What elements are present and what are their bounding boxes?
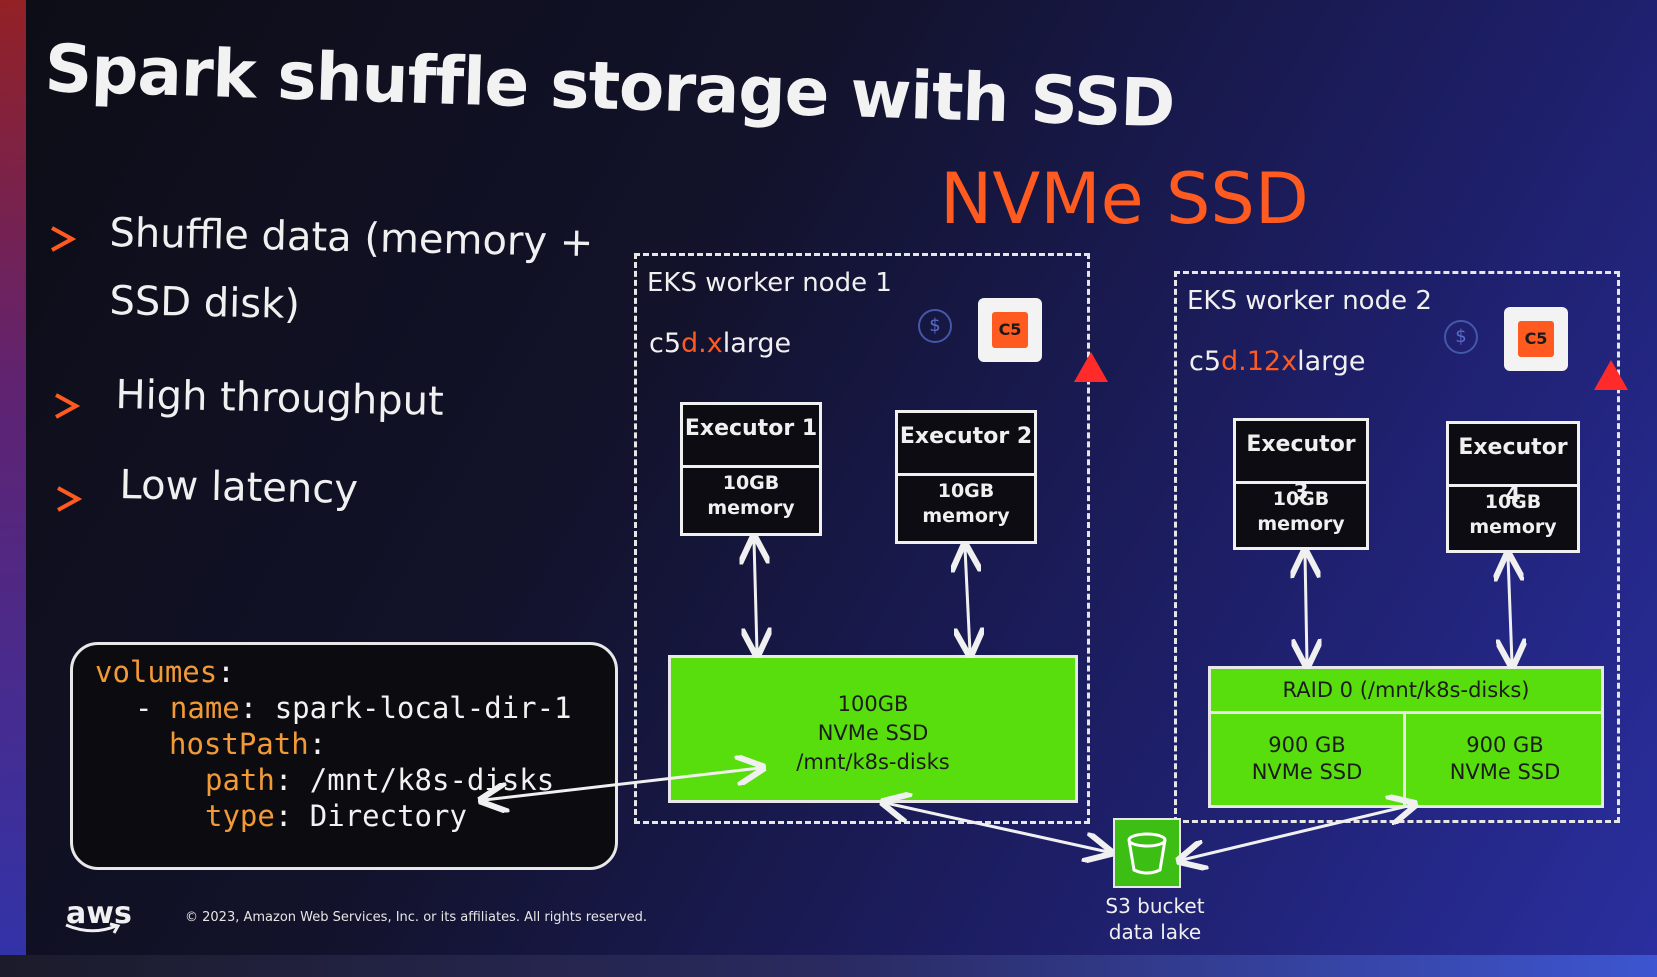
executor-name: Executor 2 [898, 413, 1034, 476]
ssd-type: NVMe SSD [817, 721, 929, 745]
instance-suffix: d [1221, 346, 1239, 377]
executor-box: Executor 3 10GB memory [1233, 418, 1369, 550]
eks-worker-node-2: EKS worker node 2 c5d.12xlarge [1174, 271, 1620, 823]
instance-size: large [722, 328, 792, 359]
executor-memory: 10GB memory [683, 471, 819, 521]
memory-label: memory [922, 505, 1010, 527]
executor-name: Executor 4 [1449, 424, 1577, 508]
s3-bucket-icon [1113, 818, 1181, 888]
instance-suffix: d [681, 328, 699, 359]
chip-label: C5 [1518, 321, 1554, 357]
code-colon: : [308, 727, 327, 761]
executor3-raid-arrow [1305, 554, 1307, 663]
disk-type: NVMe SSD [1449, 760, 1561, 784]
executor-memory: 10GB memory [1236, 487, 1366, 537]
c5-chip-icon: C5 [1496, 307, 1576, 371]
memory-size: 10GB [937, 480, 995, 502]
code-colon: : [274, 799, 293, 833]
executor-name: Executor 3 [1236, 421, 1366, 505]
code-value: spark-local-dir-1 [274, 691, 572, 725]
spot-dollar-icon: $ [918, 309, 952, 343]
code-line-type: type: Directory [205, 799, 467, 833]
node-title: EKS worker node 2 [1187, 286, 1432, 316]
ssd-to-s3-arrow [886, 803, 1108, 852]
executor2-ssd-arrow [965, 548, 970, 652]
bullet-chevron-icon [51, 226, 76, 252]
warning-triangle-icon [1074, 352, 1108, 382]
s3-bucket-label: S3 bucket data lake [1090, 893, 1220, 945]
warning-triangle-icon [1594, 360, 1628, 390]
s3-label-line: S3 bucket [1105, 894, 1205, 918]
c5-chip-icon: C5 [970, 298, 1050, 362]
instance-size-prefix: .12x [1238, 346, 1298, 377]
chip-label: C5 [992, 312, 1028, 348]
instance-type: c5d.xlarge [649, 328, 791, 359]
code-colon: : [217, 655, 235, 689]
executor1-ssd-arrow [754, 540, 757, 652]
aws-logo: aws [66, 896, 132, 931]
memory-label: memory [1469, 516, 1557, 538]
code-line-name: - name: spark-local-dir-1 [135, 691, 572, 725]
disk-type: NVMe SSD [1251, 760, 1363, 784]
ssd-mount-path: /mnt/k8s-disks [796, 750, 950, 774]
code-key: path [205, 763, 275, 797]
code-line-volumes: volumes: [95, 655, 235, 689]
disk-size: 900 GB [1466, 733, 1544, 757]
executor-memory: 10GB memory [898, 479, 1034, 529]
memory-label: memory [1257, 513, 1345, 535]
code-key: volumes [95, 655, 218, 689]
bullet-chevron-icon [55, 393, 80, 419]
nvme-ssd-disk: 900 GB NVMe SSD [1409, 714, 1601, 805]
nvme-ssd-disk: 900 GB NVMe SSD [1211, 714, 1406, 805]
code-key: name [169, 691, 240, 725]
executor4-raid-arrow [1508, 557, 1512, 663]
disk-size: 900 GB [1268, 733, 1346, 757]
code-colon: : [274, 763, 293, 797]
s3-label-line: data lake [1108, 920, 1202, 944]
left-edge-glow [0, 0, 26, 977]
raid-label: RAID 0 (/mnt/k8s-disks) [1211, 669, 1601, 714]
nvme-ssd-heading: NVMe SSD [940, 158, 1309, 240]
memory-size: 10GB [722, 472, 780, 494]
instance-size: large [1297, 346, 1366, 377]
copyright-text: © 2023, Amazon Web Services, Inc. or its… [185, 910, 648, 925]
bullet-chevron-icon [57, 486, 82, 512]
instance-type: c5d.12xlarge [1189, 346, 1366, 377]
spot-dollar-icon: $ [1444, 320, 1478, 354]
instance-size-prefix: .x [698, 328, 723, 359]
code-value: Directory [309, 799, 467, 833]
node-title: EKS worker node 1 [647, 268, 892, 298]
instance-family: c5 [1189, 346, 1222, 377]
ssd-size: 100GB [837, 692, 909, 716]
eks-worker-node-1: EKS worker node 1 c5d.xlarge [634, 253, 1090, 824]
bottom-edge-glow [0, 955, 1657, 977]
bucket-icon [1127, 832, 1167, 875]
executor-memory: 10GB memory [1449, 490, 1577, 540]
aws-smile-icon [65, 922, 121, 934]
code-key: type [205, 799, 275, 833]
memory-label: memory [707, 497, 795, 519]
memory-size: 10GB [1272, 488, 1330, 510]
executor-box: Executor 2 10GB memory [895, 410, 1037, 544]
memory-size: 10GB [1484, 491, 1542, 513]
code-dash: - [135, 691, 170, 725]
instance-family: c5 [649, 328, 682, 359]
code-line-hostpath: hostPath: [169, 727, 326, 761]
code-key: hostPath [169, 727, 309, 761]
executor-box: Executor 1 10GB memory [680, 402, 822, 536]
path-to-ssd-arrow [484, 768, 760, 800]
raid-to-s3-arrow [1182, 805, 1412, 860]
executor-name: Executor 1 [683, 405, 819, 468]
code-colon: : [239, 691, 258, 725]
